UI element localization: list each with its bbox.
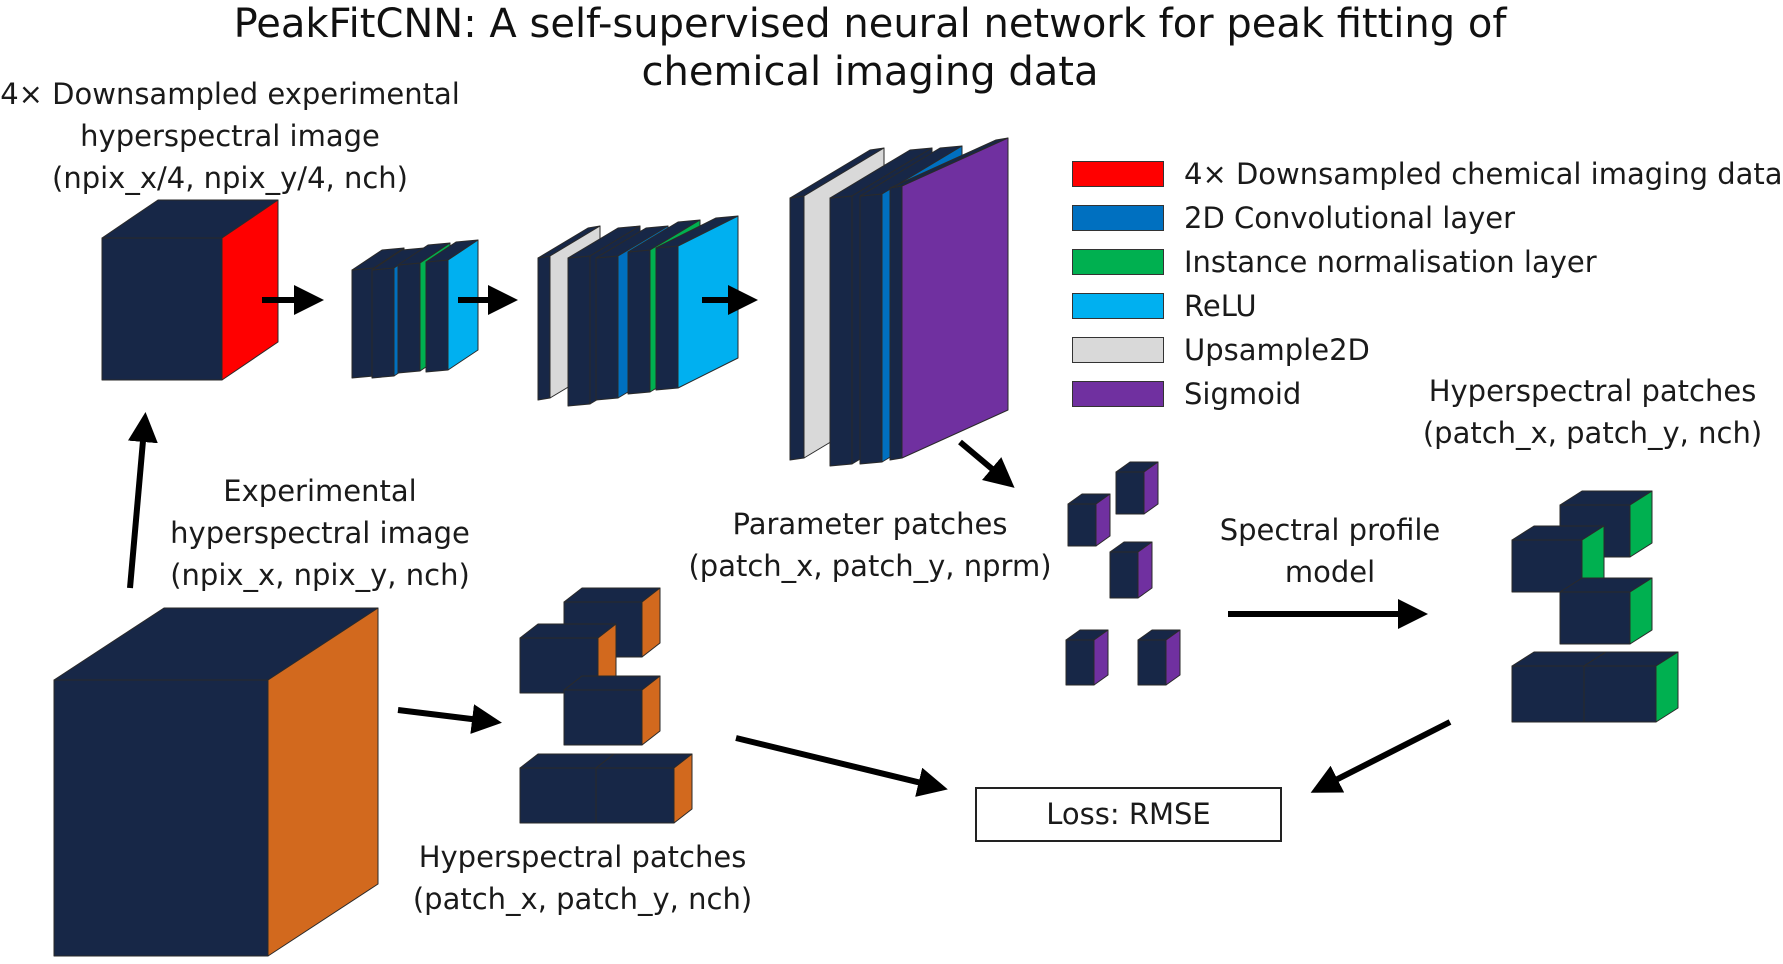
slab-face: [447, 239, 479, 371]
cube-front-face: [519, 767, 599, 824]
slab-edge: [595, 255, 619, 401]
hyperspectral-patches-right-label: Hyperspectral patches (patch_x, patch_y,…: [1420, 370, 1765, 454]
hyper-patch-b5: [595, 753, 693, 824]
parameter-patches-label: Parameter patches (patch_x, patch_y, npr…: [680, 503, 1060, 587]
param-patch-4: [1065, 629, 1109, 686]
label-line: hyperspectral image: [170, 516, 470, 550]
spectral-profile-model-label: Spectral profile model: [1200, 509, 1460, 593]
cube-side-face: [1629, 577, 1653, 645]
experimental-image-cube: [53, 607, 379, 957]
hyper-patch-b3: [563, 675, 661, 746]
legend-swatch-green: [1072, 249, 1164, 275]
legend-label: ReLU: [1184, 289, 1257, 323]
cube-front-face: [595, 767, 675, 824]
arrow-patches-to-loss: [735, 735, 948, 797]
slab-edge: [627, 249, 651, 395]
label-line: Spectral profile: [1219, 513, 1441, 547]
cube-front-face: [563, 689, 643, 746]
cube-front-face: [1137, 639, 1167, 686]
label-line: Hyperspectral patches: [1428, 374, 1757, 408]
cube-side-face: [641, 675, 661, 746]
slab-edge: [537, 255, 551, 401]
slab-face: [901, 137, 1009, 459]
hyperspectral-patches-bottom-label: Hyperspectral patches (patch_x, patch_y,…: [400, 836, 765, 920]
cube-side-face: [1629, 490, 1653, 558]
cube-side-face: [267, 607, 379, 957]
cube-side-face: [1655, 651, 1679, 723]
label-line: model: [1284, 555, 1376, 589]
slab-edge: [397, 262, 421, 374]
slab-edge: [829, 195, 853, 467]
legend-label: 2D Convolutional layer: [1184, 201, 1516, 235]
cube-front-face: [1115, 471, 1145, 515]
downsampled-input-cube: [101, 199, 279, 381]
label-line: hyperspectral image: [80, 119, 380, 153]
cube-front-face: [101, 237, 223, 381]
downsampled-input-label: 4× Downsampled experimental hyperspectra…: [0, 73, 460, 199]
legend-swatch-grey: [1072, 337, 1164, 363]
legend-label: Upsample2D: [1184, 333, 1370, 367]
label-line: (npix_x/4, npix_y/4, nch): [52, 161, 408, 195]
param-patch-1: [1115, 461, 1159, 515]
page-title: PeakFitCNN: A self-supervised neural net…: [233, 1, 1507, 95]
label-line: (patch_x, patch_y, nch): [1422, 416, 1763, 450]
slab-edge: [789, 195, 805, 461]
cube-front-face: [53, 679, 269, 957]
cube-side-face: [221, 199, 279, 381]
cube-side-face: [1095, 493, 1111, 547]
hyper-patch-r3: [1559, 577, 1653, 645]
label-line: (patch_x, patch_y, nch): [412, 882, 753, 916]
legend-swatch-red: [1072, 161, 1164, 187]
legend-label: Instance normalisation layer: [1184, 245, 1597, 279]
cube-front-face: [1583, 665, 1657, 723]
cube-side-face: [1143, 461, 1159, 515]
hyper-patch-r5: [1583, 651, 1679, 723]
cube-front-face: [1067, 503, 1097, 547]
cube-side-face: [1137, 541, 1153, 599]
legend-swatch-purple: [1072, 381, 1164, 407]
cube-side-face: [641, 587, 661, 658]
legend-label: Sigmoid: [1184, 377, 1302, 411]
cube-side-face: [673, 753, 693, 824]
arrow-experimental-to-downsampled: [127, 412, 158, 589]
param-patch-3: [1109, 541, 1153, 599]
cube-side-face: [1165, 629, 1181, 686]
slab-edge: [351, 267, 375, 379]
cube-side-face: [1093, 629, 1109, 686]
legend-label: 4× Downsampled chemical imaging data: [1184, 157, 1783, 191]
label-line: (patch_x, patch_y, nprm): [688, 549, 1052, 583]
param-patch-2: [1067, 493, 1111, 547]
experimental-image-label: Experimental hyperspectral image (npix_x…: [160, 470, 480, 596]
hyper-patch-r2: [1511, 525, 1605, 593]
layer-relu-1: [425, 239, 479, 373]
slab-edge: [655, 245, 679, 391]
cube-front-face: [1065, 639, 1095, 686]
param-patch-5: [1137, 629, 1181, 686]
slab-edge: [859, 193, 883, 465]
cube-front-face: [1109, 551, 1139, 599]
label-line: 4× Downsampled experimental: [0, 77, 460, 111]
label-line: Parameter patches: [732, 507, 1008, 541]
cube-front-face: [1511, 665, 1585, 723]
layer-sigmoid-3: [889, 137, 1009, 461]
legend-swatch-blue: [1072, 205, 1164, 231]
slab-edge: [889, 185, 903, 461]
arrow-hyperspectral-to-loss: [1310, 719, 1452, 793]
legend-swatch-lightblue: [1072, 293, 1164, 319]
loss-box: Loss: RMSE: [975, 787, 1282, 842]
slab-edge: [371, 267, 395, 379]
arrow-experimental-to-patches: [397, 704, 502, 734]
label-line: Hyperspectral patches: [418, 840, 747, 874]
slab-edge: [567, 255, 591, 407]
arrow-sigmoid-to-parameter-patches: [958, 439, 1015, 488]
label-line: Experimental: [223, 474, 417, 508]
cube-front-face: [1559, 591, 1631, 645]
slab-edge: [425, 259, 449, 373]
label-line: (npix_x, npix_y, nch): [170, 558, 470, 592]
